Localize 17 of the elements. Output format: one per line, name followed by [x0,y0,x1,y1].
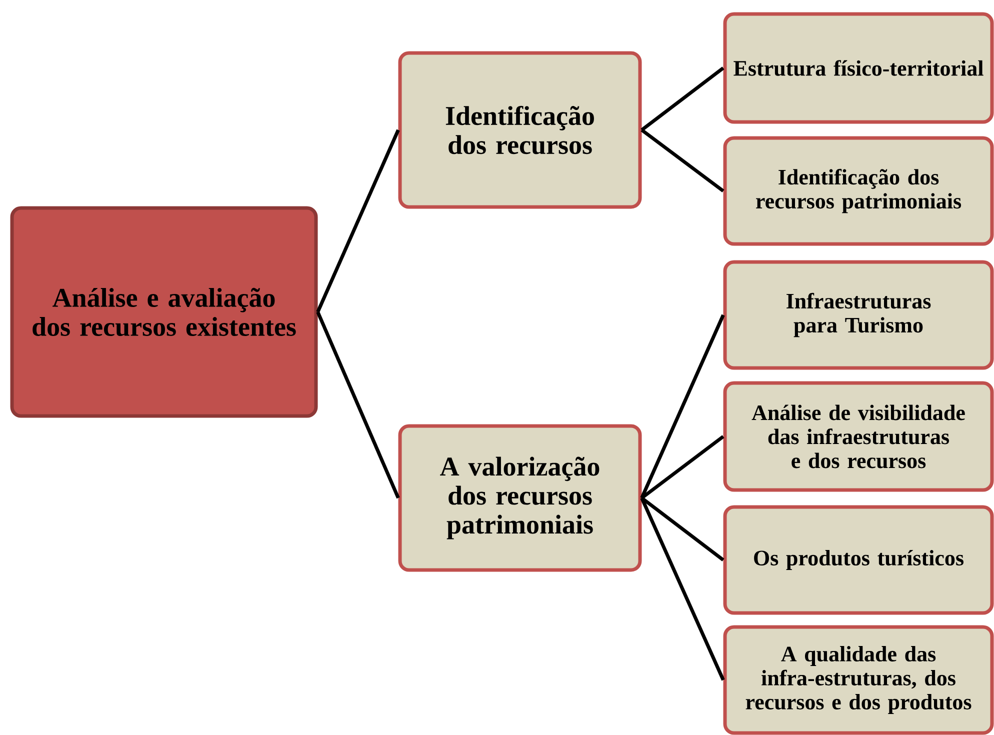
topic-box: A qualidade das infra-estruturas, dos recursos e dos produtos [723,625,994,735]
connector-line [640,314,725,499]
connector-line [316,311,400,499]
topic-box: Estrutura físico-territorial [723,12,994,124]
connector-line [640,128,724,192]
connector-line [640,496,724,562]
connector-line [640,435,724,500]
topic-box: Identificação dos recursos patrimoniais [723,136,994,246]
connector-line [640,66,724,132]
root-box: Análise e avaliação dos recursos existentes [10,206,318,418]
category-box: A valorização dos recursos patrimoniais [398,424,642,572]
topic-box: Análise de visibilidade das infraestruturas e dos recursos [723,381,994,492]
topic-box: Infraestruturas para Turismo [723,260,994,370]
connector-line [640,497,725,681]
connector-line [316,129,400,313]
topic-box: Os produtos turísticos [723,505,994,615]
category-box: Identificação dos recursos [398,51,642,209]
